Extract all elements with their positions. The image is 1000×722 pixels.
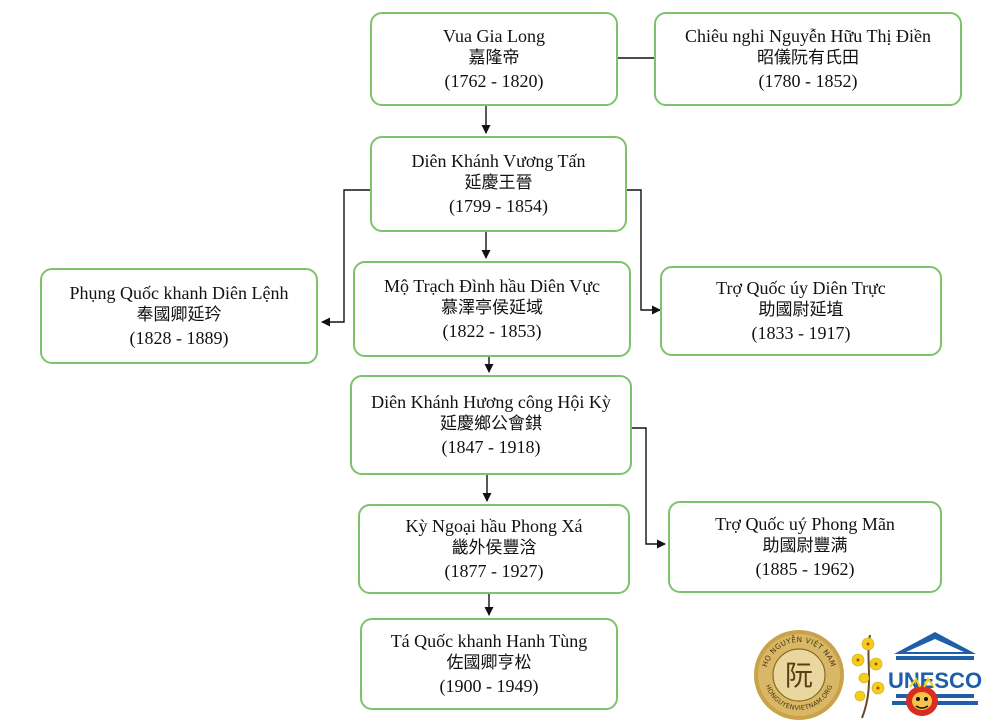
node-han-name: 慕澤亭侯延域 (441, 298, 543, 319)
node-han-name: 助國尉豐满 (762, 536, 848, 557)
node-chieu-nghi: Chiêu nghi Nguyễn Hữu Thị Điền 昭儀阮有氏田 (1… (654, 12, 962, 106)
arrow-dienkhanh-to-troquoctruc (627, 189, 661, 315)
unesco-label: UNESCO (888, 668, 982, 693)
node-years: (1799 - 1854) (449, 195, 548, 216)
seal-center-glyph: 阮 (785, 659, 813, 692)
node-name: Vua Gia Long (443, 26, 545, 47)
node-name: Diên Khánh Hương công Hội Kỳ (371, 392, 611, 413)
node-years: (1900 - 1949) (439, 675, 539, 696)
node-han-name: 奉國卿延玪 (136, 305, 222, 326)
node-gia-long: Vua Gia Long 嘉隆帝 (1762 - 1820) (370, 12, 618, 106)
arrow-dienkhanh-to-phungquoc (321, 189, 370, 327)
lion-mascot-icon (906, 677, 938, 716)
node-name: Trợ Quốc úy Diên Trực (716, 278, 886, 299)
node-name: Tá Quốc khanh Hanh Tùng (390, 631, 588, 652)
node-years: (1828 - 1889) (129, 327, 229, 348)
node-years: (1847 - 1918) (441, 436, 541, 457)
apricot-flowers-decoration (851, 634, 885, 719)
node-han-name: 助國尉延埴 (758, 300, 844, 321)
node-name: Chiêu nghi Nguyễn Hữu Thị Điền (685, 26, 931, 47)
node-ky-ngoai: Kỳ Ngoại hầu Phong Xá 畿外侯豐浛 (1877 - 1927… (358, 504, 630, 594)
node-years: (1885 - 1962) (755, 558, 855, 579)
node-ta-quoc: Tá Quốc khanh Hanh Tùng 佐國卿亨松 (1900 - 19… (360, 618, 618, 710)
node-years: (1780 - 1852) (758, 70, 858, 91)
node-name: Phụng Quốc khanh Diên Lệnh (69, 283, 289, 304)
node-han-name: 昭儀阮有氏田 (757, 48, 859, 69)
node-tro-quoc-truc: Trợ Quốc úy Diên Trực 助國尉延埴 (1833 - 1917… (660, 266, 942, 356)
arrow-huongcong-to-troquocman (632, 427, 666, 549)
node-mo-trach: Mộ Trạch Đình hầu Diên Vực 慕澤亭侯延域 (1822 … (353, 261, 631, 357)
node-years: (1877 - 1927) (444, 560, 544, 581)
node-years: (1833 - 1917) (751, 322, 851, 343)
node-han-name: 嘉隆帝 (468, 48, 520, 69)
node-huong-cong: Diên Khánh Hương công Hội Kỳ 延慶鄉公會錤 (184… (350, 375, 632, 475)
node-name: Trợ Quốc uý Phong Mãn (715, 514, 895, 535)
node-phung-quoc: Phụng Quốc khanh Diên Lệnh 奉國卿延玪 (1828 -… (40, 268, 318, 364)
node-years: (1762 - 1820) (444, 70, 544, 91)
node-han-name: 畿外侯豐浛 (451, 538, 537, 559)
node-tro-quoc-man: Trợ Quốc uý Phong Mãn 助國尉豐满 (1885 - 1962… (668, 501, 942, 593)
node-name: Diên Khánh Vương Tấn (411, 151, 586, 172)
clan-seal-logo: HỌ NGUYỄN VIỆT NAM HONGUYENVIETNAM.ORG 阮 (754, 630, 844, 720)
node-dien-khanh: Diên Khánh Vương Tấn 延慶王晉 (1799 - 1854) (370, 136, 627, 232)
node-years: (1822 - 1853) (442, 320, 542, 341)
node-name: Kỳ Ngoại hầu Phong Xá (405, 516, 583, 537)
node-han-name: 延慶王晉 (464, 173, 533, 194)
node-han-name: 佐國卿亨松 (446, 653, 532, 674)
node-name: Mộ Trạch Đình hầu Diên Vực (384, 276, 600, 297)
node-han-name: 延慶鄉公會錤 (440, 414, 542, 435)
